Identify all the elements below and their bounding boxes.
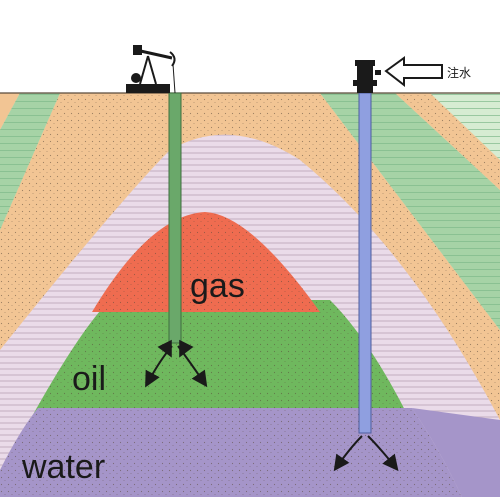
gas-label: gas	[190, 267, 245, 305]
injection-label: 注水	[447, 65, 471, 80]
production-well-pipe	[168, 92, 182, 344]
strata-group	[0, 93, 500, 497]
injection-well-pipe	[358, 92, 372, 434]
oil-zone-texture	[30, 300, 410, 420]
inflow-arrow-tip-left	[157, 339, 172, 358]
outflow-arrow-right	[367, 435, 399, 472]
outflow-arrow-left	[333, 435, 363, 472]
oil-label: oil	[72, 360, 106, 398]
water-zone-texture	[0, 408, 462, 497]
water-zone-right	[412, 408, 500, 497]
injection-well	[333, 56, 443, 472]
injection-arrow-icon	[384, 56, 443, 88]
green-band-left-texture	[0, 93, 60, 230]
tan-band-right-texture	[395, 93, 500, 190]
production-well	[126, 45, 208, 388]
wellhead-icon	[353, 60, 381, 93]
water-label: water	[21, 448, 105, 486]
gas-zone-texture	[92, 212, 320, 312]
inflow-arrow-tip-right	[179, 339, 194, 358]
pumpjack-icon	[126, 45, 176, 94]
